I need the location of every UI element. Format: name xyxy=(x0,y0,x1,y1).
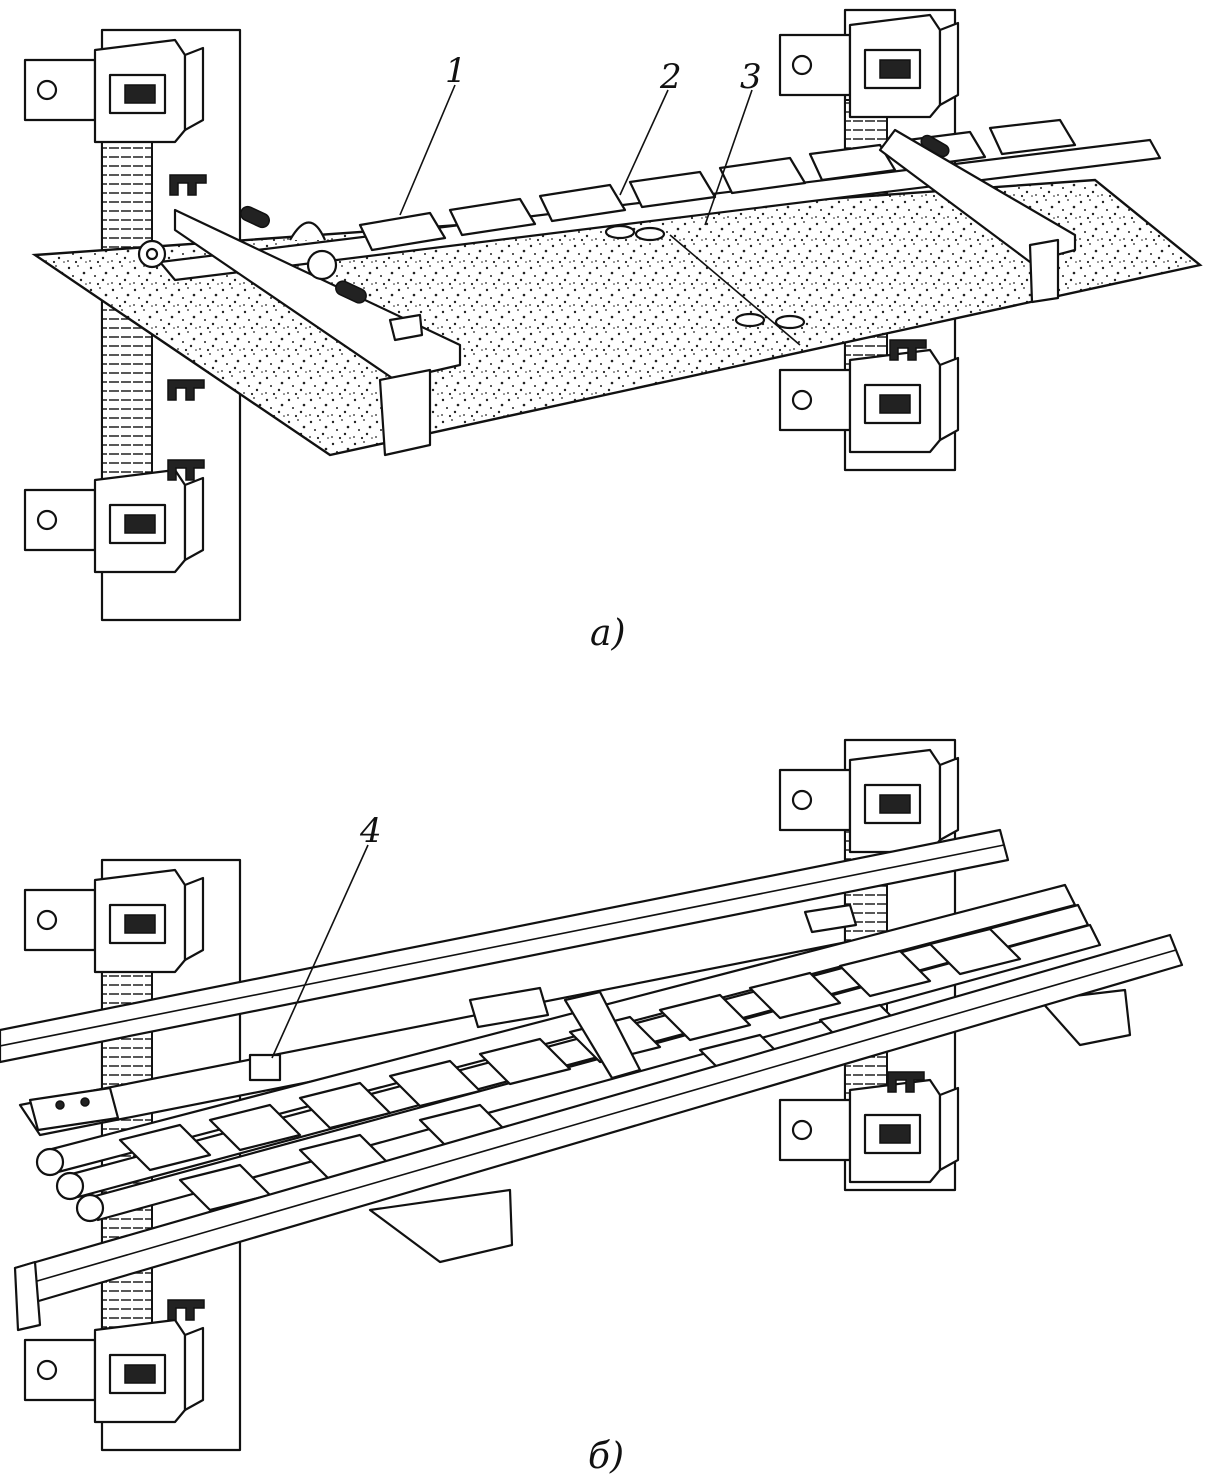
cross-channel-front xyxy=(368,1188,514,1264)
caption-b: б) xyxy=(588,1436,624,1477)
leader-3 xyxy=(704,89,753,226)
label-1: 1 xyxy=(445,51,467,91)
leader-4 xyxy=(271,844,369,1059)
mounting-rail-right xyxy=(878,128,1077,304)
cross-channel-back xyxy=(1038,988,1132,1047)
channel-back xyxy=(0,828,1010,1064)
label-2: 2 xyxy=(659,57,682,97)
rail-plate-left xyxy=(28,1086,120,1132)
rail-plate-right xyxy=(803,903,858,934)
label-3: 3 xyxy=(740,57,762,97)
leader-1 xyxy=(399,84,456,216)
perforated-strips-b xyxy=(118,927,1022,1212)
mounting-rail-left xyxy=(173,205,462,457)
rail-plate-mid xyxy=(468,986,550,1029)
figure-a: 1 2 3 а) xyxy=(23,8,1203,654)
figure-b: 4 б) xyxy=(0,738,1184,1477)
clamp-4 xyxy=(248,990,642,1082)
leader-2 xyxy=(619,89,669,196)
label-4: 4 xyxy=(359,811,382,851)
caption-a: а) xyxy=(590,613,626,654)
